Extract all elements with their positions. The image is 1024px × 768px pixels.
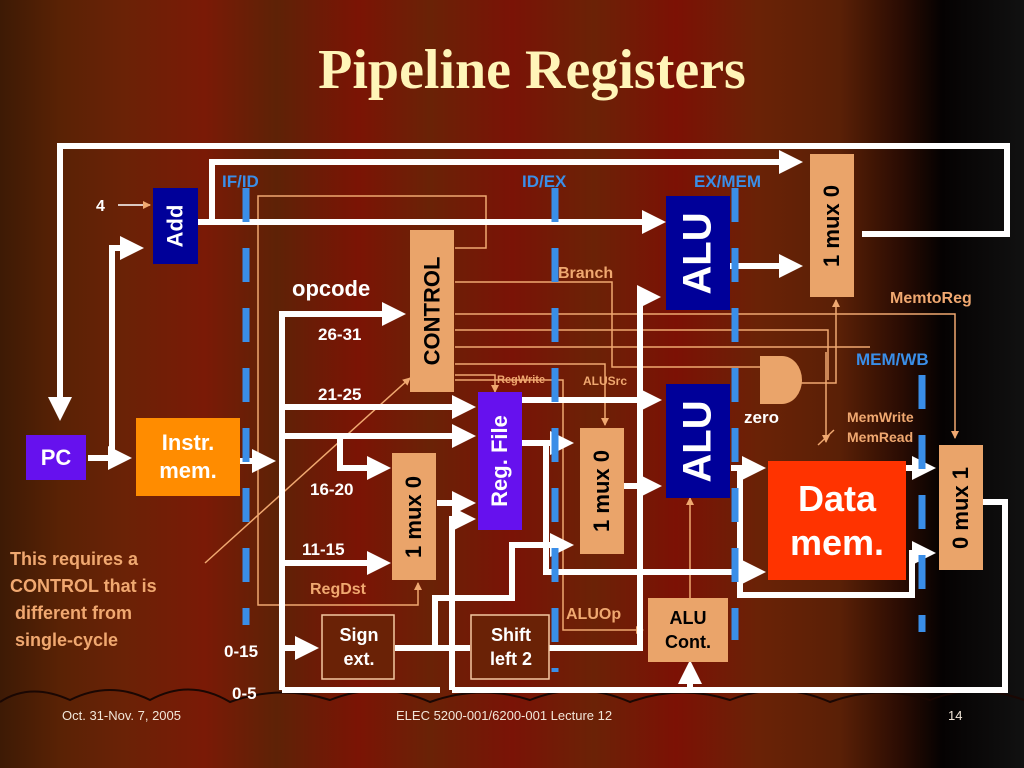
footer-date: Oct. 31-Nov. 7, 2005 — [62, 708, 181, 723]
alusrc-signal-label: ALUSrc — [583, 374, 628, 388]
aluop-signal-label: ALUOp — [566, 606, 622, 623]
memwrite-signal-label: MemWrite — [847, 409, 914, 425]
bits-0-5-label: 0-5 — [232, 684, 257, 703]
if-id-label: IF/ID — [222, 172, 259, 191]
add-label: Add — [162, 204, 188, 248]
mem-control-slash — [817, 429, 835, 446]
alu-control-label: ALU Cont. — [665, 608, 711, 652]
pc-label: PC — [40, 444, 72, 470]
memtoreg-mux: 0 mux 1 — [939, 445, 983, 570]
regwrite-wire — [455, 374, 499, 393]
alusrc-wire — [455, 363, 609, 426]
memtoreg-signal-label: MemtoReg — [890, 290, 972, 307]
control-block: CONTROL — [410, 230, 454, 392]
slide-title: Pipeline Registers — [318, 39, 746, 101]
alu-bypass-wire — [737, 468, 936, 598]
bits-16-20-mux-wire — [337, 436, 391, 480]
reg-file-label: Reg. File — [487, 415, 512, 507]
control-wire-aluop — [455, 379, 644, 634]
bits-11-15-label: 11-15 — [302, 540, 345, 559]
branch-signal-label: Branch — [558, 265, 614, 282]
alu-main-block: ALU — [666, 384, 730, 498]
add-to-mux-wire — [209, 150, 803, 222]
regdst-signal-label: RegDst — [310, 581, 367, 598]
pc-block: PC — [26, 435, 86, 480]
pc-to-add-wire — [109, 236, 144, 458]
zero-label: zero — [744, 408, 779, 427]
branch-mux-label: 1 mux 0 — [819, 184, 844, 267]
pc-feedback-wire — [48, 143, 1010, 421]
constant-four: 4 — [96, 198, 105, 215]
control-wire-2 — [455, 313, 959, 439]
memread-signal-label: MemRead — [847, 429, 914, 445]
bits-0-15-label: 0-15 — [224, 642, 259, 661]
alu-top-label: ALU — [675, 211, 720, 295]
page-number: 14 — [948, 708, 963, 723]
branch-wire — [455, 281, 760, 368]
data-mem-label: Data mem. — [789, 477, 885, 563]
regdst-mux-label: 1 mux 0 — [401, 475, 426, 558]
alu-top-block: ALU — [666, 196, 730, 310]
shift-out-wire — [548, 285, 661, 651]
instr-mem-label: Instr. mem. — [159, 430, 217, 483]
sign-ext-label: Sign ext. — [339, 625, 379, 669]
and-gate — [760, 356, 802, 404]
bits-26-31-label: 26-31 — [318, 325, 362, 344]
shift-left-box — [470, 614, 550, 680]
data-mem-block: Data mem. — [768, 461, 906, 580]
instr-mem-block: Instr. mem. — [136, 418, 240, 496]
shift-left-block: Shift left 2 — [472, 616, 550, 678]
alusrc-mux: 1 mux 0 — [580, 428, 624, 554]
reg-file-block: Reg. File — [478, 392, 522, 530]
control-label: CONTROL — [419, 256, 445, 366]
regwrite-signal-label: RegWrite — [497, 374, 546, 386]
regdst-mux: 1 mux 0 — [392, 453, 436, 580]
bits-16-20-label: 16-20 — [310, 480, 354, 499]
control-feedback-wire — [257, 195, 487, 606]
control-annotation: This requires a CONTROL that is differen… — [10, 549, 157, 650]
control-wire-3 — [455, 329, 829, 380]
memtoreg-mux-label: 0 mux 1 — [948, 466, 973, 549]
branch-mux: 1 mux 0 — [810, 154, 854, 297]
branch-mux-select — [800, 299, 840, 384]
sign-ext-block: Sign ext. — [323, 616, 395, 678]
alusrc-mux-label: 1 mux 0 — [589, 450, 614, 532]
mem-wb-label: MEM/WB — [856, 350, 929, 369]
shift-left-label: Shift left 2 — [489, 625, 532, 669]
sign-ext-box — [321, 614, 395, 680]
footer-course: ELEC 5200-001/6200-001 Lecture 12 — [396, 708, 613, 723]
ex-mem-label: EX/MEM — [694, 172, 762, 191]
opcode-label: opcode — [292, 276, 371, 301]
id-ex-label: ID/EX — [522, 172, 567, 191]
imm-to-mux-wire — [432, 533, 574, 648]
alu-control-block: ALU Cont. — [648, 598, 728, 662]
regfile-read2-wire — [520, 440, 766, 584]
bits-21-25-label: 21-25 — [318, 385, 362, 404]
alu-main-label: ALU — [675, 399, 720, 483]
writeback-to-regfile — [449, 507, 476, 690]
add-block: Add — [153, 188, 198, 264]
